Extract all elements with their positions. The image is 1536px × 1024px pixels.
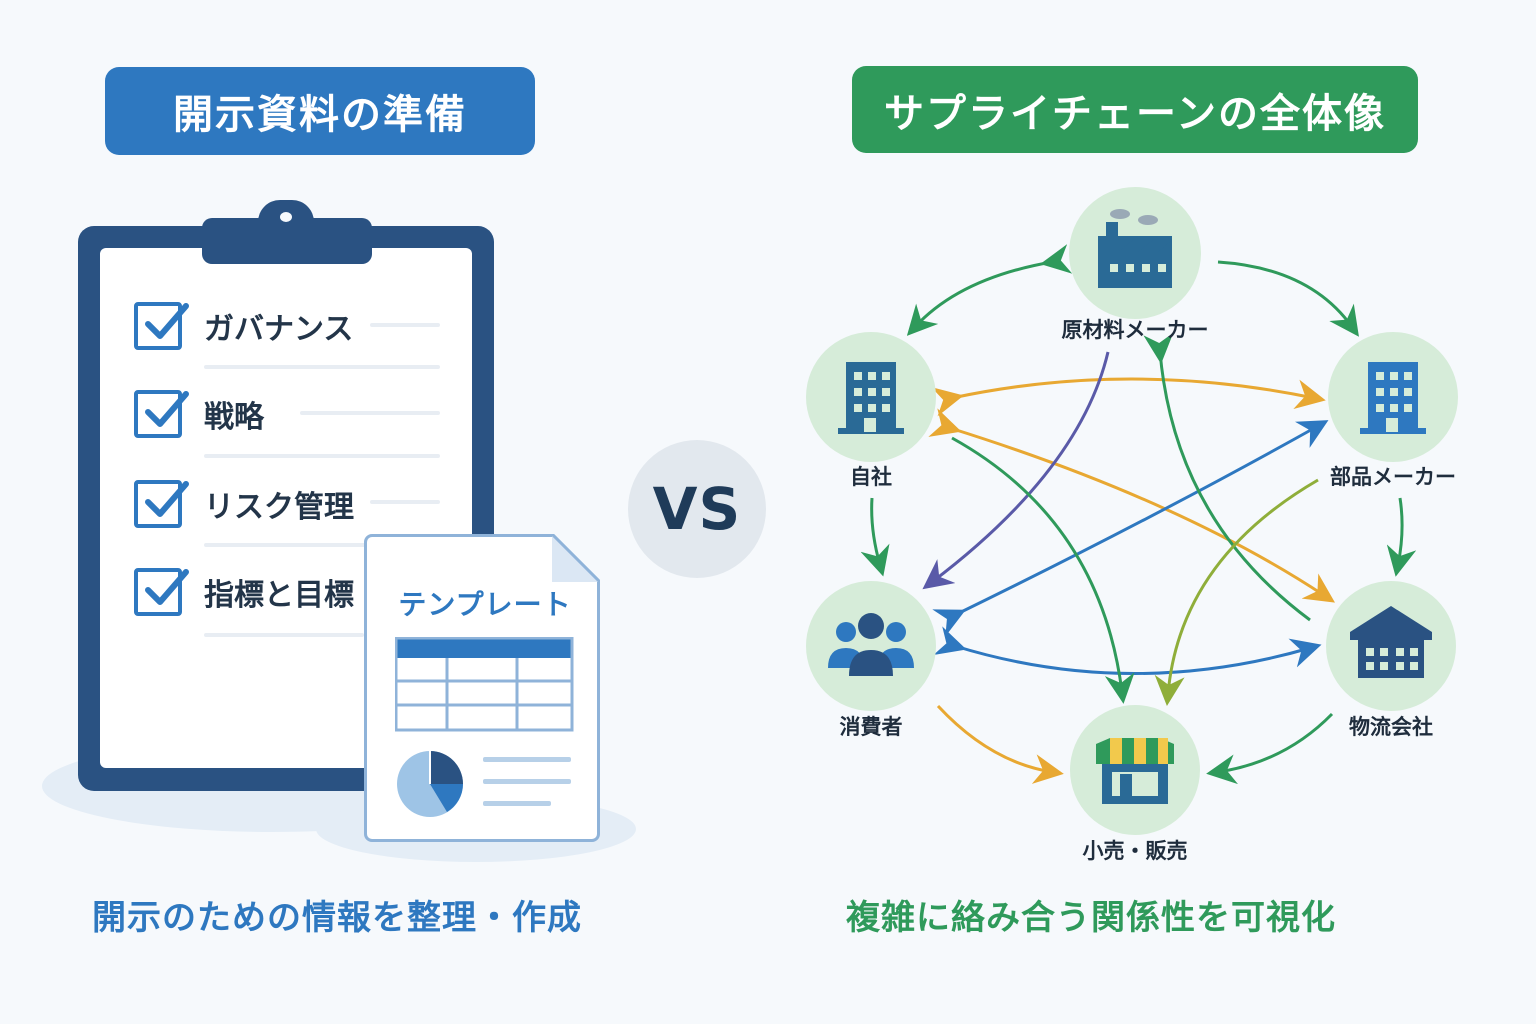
page-fold-icon (552, 534, 600, 582)
checklist-item: 指標と目標 (134, 568, 354, 616)
checkbox-checked-icon (134, 568, 189, 616)
checkbox-checked-icon (134, 390, 189, 438)
node-label-raw-material: 原材料メーカー (1061, 318, 1209, 342)
checklist-rule (300, 411, 440, 415)
checklist-item: 戦略 (134, 390, 264, 438)
checklist-rule (370, 500, 440, 504)
building-icon (838, 362, 904, 434)
factory-icon (1098, 209, 1172, 288)
table-icon (395, 637, 574, 732)
flow-arrow (932, 420, 1329, 637)
flow-arrow (933, 626, 1322, 675)
flow-arrow (922, 351, 1110, 590)
right-title: サプライチェーンの全体像 (884, 90, 1386, 137)
checklist-rule (204, 633, 364, 637)
warehouse-icon (1350, 606, 1432, 678)
left-title: 開示資料の準備 (173, 92, 467, 138)
flow-arrow (906, 244, 1073, 336)
right-title-banner: サプライチェーンの全体像 (852, 66, 1418, 153)
node-label-parts: 部品メーカー (1330, 465, 1456, 489)
people-icon (828, 613, 914, 676)
building-icon (1360, 362, 1426, 434)
checkbox-checked-icon (134, 480, 189, 528)
left-caption: 開示のための情報を整理・作成 (92, 898, 582, 938)
template-document-icon: テンプレート (364, 534, 600, 842)
node-label-retail: 小売・販売 (1082, 839, 1188, 863)
flow-arrow (1206, 712, 1334, 785)
template-title: テンプレート (398, 588, 572, 621)
node-label-self: 自社 (850, 465, 892, 489)
right-caption: 複雑に絡み合う関係性を可視化 (846, 898, 1336, 938)
flow-arrow (860, 497, 890, 577)
checklist-rule (370, 323, 440, 327)
vs-label: VS (652, 475, 742, 543)
node-label-logistics: 物流会社 (1349, 715, 1433, 739)
checkbox-checked-icon (134, 302, 189, 350)
checklist-rule (204, 365, 440, 369)
flow-arrow (1154, 478, 1319, 706)
checklist-item: リスク管理 (134, 480, 354, 528)
node-label-consumer: 消費者 (839, 715, 903, 739)
flow-arrow (951, 436, 1135, 704)
store-icon (1096, 738, 1174, 804)
checklist-rule (204, 454, 440, 458)
checklist-rule (204, 543, 440, 547)
flow-arrow (931, 377, 1326, 417)
clipboard-ring (258, 200, 314, 240)
checklist-label: リスク管理 (204, 490, 354, 525)
checklist-label: ガバナンス (204, 312, 354, 347)
flow-arrow (1386, 497, 1417, 577)
pie-chart-icon (397, 751, 571, 817)
flow-arrow (1217, 260, 1359, 337)
flow-arrow (936, 704, 1064, 784)
checklist-label: 指標と目標 (204, 578, 354, 613)
checklist-item: ガバナンス (134, 302, 353, 350)
left-title-banner: 開示資料の準備 (105, 67, 535, 155)
flow-arrow (1143, 332, 1311, 622)
node-consumer (806, 581, 936, 711)
checklist-label: 戦略 (204, 400, 264, 435)
vs-badge: VS (628, 440, 766, 578)
